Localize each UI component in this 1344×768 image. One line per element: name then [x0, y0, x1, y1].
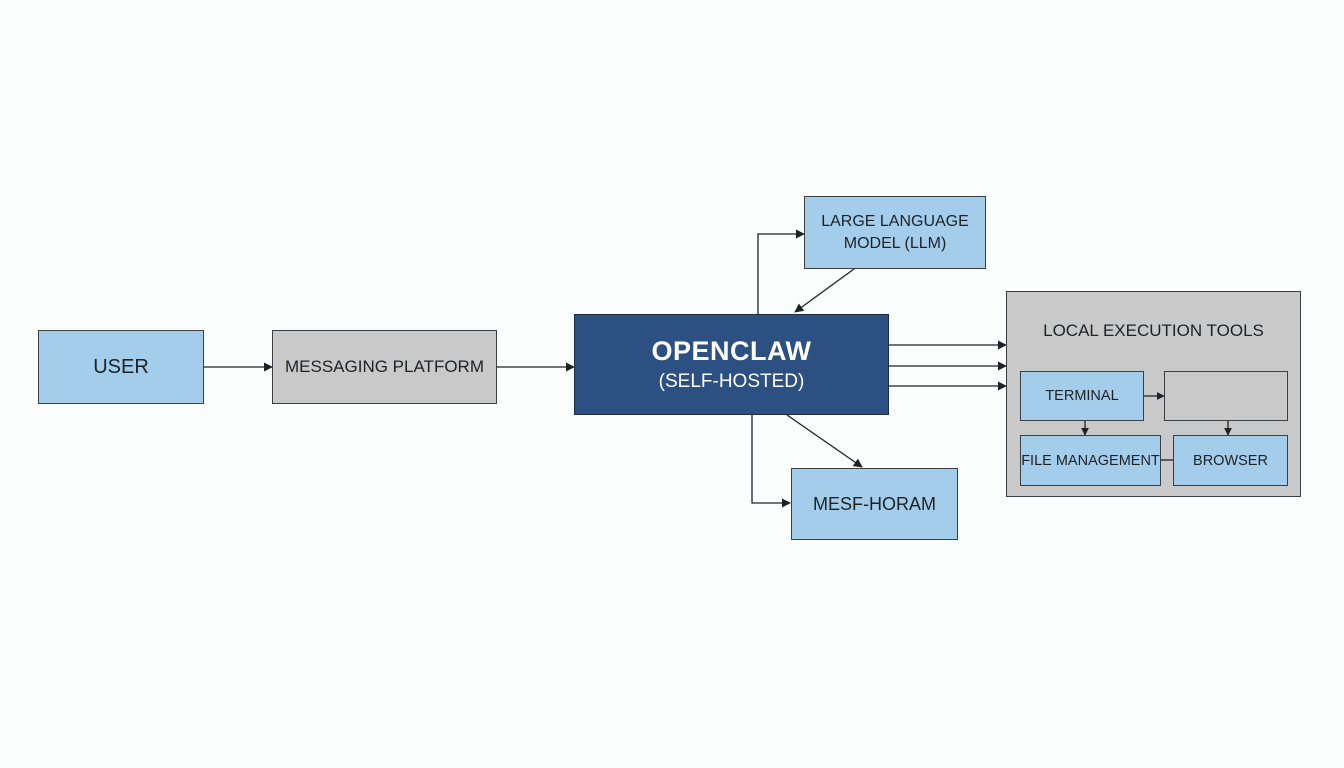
- file-management-label: FILE MANAGEMENT: [1021, 452, 1160, 469]
- llm-label-line1: LARGE LANGUAGE: [821, 212, 969, 230]
- messaging-platform-label: MESSAGING PLATFORM: [285, 357, 484, 376]
- llm-node: LARGE LANGUAGE MODEL (LLM): [804, 196, 986, 269]
- arrow-openclaw-to-mesf-diagonal: [786, 414, 863, 468]
- arrow-openclaw-to-llm: [757, 229, 805, 314]
- openclaw-subtitle: (SELF-HOSTED): [658, 371, 805, 392]
- terminal-node: TERMINAL: [1020, 371, 1144, 421]
- local-execution-tools-title: LOCAL EXECUTION TOOLS: [1043, 321, 1264, 340]
- openclaw-title: OPENCLAW: [651, 336, 812, 366]
- arrow-llm-to-openclaw: [794, 268, 855, 313]
- mesf-horam-node: MESF-HORAM: [791, 468, 958, 540]
- llm-label-line2: MODEL (LLM): [843, 234, 947, 252]
- browser-label: BROWSER: [1193, 452, 1268, 469]
- messaging-platform-node: MESSAGING PLATFORM: [272, 330, 497, 404]
- user-node: USER: [38, 330, 204, 404]
- browser-node: BROWSER: [1173, 435, 1288, 486]
- terminal-label: TERMINAL: [1045, 388, 1119, 404]
- mesf-horam-label: MESF-HORAM: [813, 493, 936, 514]
- user-label: USER: [93, 355, 149, 378]
- empty-tool-node: [1164, 371, 1288, 421]
- file-management-node: FILE MANAGEMENT: [1020, 435, 1161, 486]
- openclaw-node: OPENCLAW (SELF-HOSTED): [574, 314, 889, 415]
- arrow-openclaw-to-mesf: [751, 415, 791, 508]
